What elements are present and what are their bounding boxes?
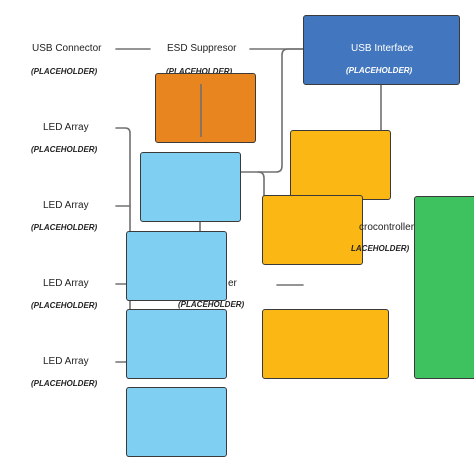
usb-interface-placeholder: (PLACEHOLDER) [346, 66, 413, 75]
green-block [414, 196, 474, 379]
microcontroller-placeholder: LACEHOLDER) [351, 244, 410, 253]
driver-placeholder: (PLACEHOLDER) [178, 300, 245, 309]
led-array-2-label: LED Array [43, 200, 89, 211]
driver-label: er [228, 278, 237, 289]
block-diagram: USB Connector (PLACEHOLDER) ESD Suppreso… [31, 15, 474, 457]
esd-suppressor-label: ESD Suppresor [167, 43, 237, 54]
esd-suppressor-placeholder: (PLACEHOLDER) [166, 67, 233, 76]
usb-interface-label: USB Interface [351, 43, 414, 54]
led-block-2 [126, 231, 227, 301]
microcontroller-block-back [290, 130, 391, 200]
led-block-1 [140, 152, 241, 222]
led-array-4-label: LED Array [43, 356, 89, 367]
led-array-4-placeholder: (PLACEHOLDER) [31, 379, 98, 388]
led-block-3 [126, 309, 227, 379]
led-array-3-placeholder: (PLACEHOLDER) [31, 301, 98, 310]
led-array-1-label: LED Array [43, 122, 89, 133]
wire-usb-interface-to-led-bus [239, 48, 305, 173]
led-array-1-placeholder: (PLACEHOLDER) [31, 145, 98, 154]
microcontroller-label: crocontroller [359, 222, 415, 233]
led-array-3-label: LED Array [43, 278, 89, 289]
usb-interface-block [303, 15, 460, 85]
esd-internal-line [199, 83, 202, 137]
led-block-4 [126, 387, 227, 457]
yellow-block-bottom [262, 309, 389, 379]
microcontroller-block-front [262, 195, 363, 265]
usb-connector-label: USB Connector [32, 43, 102, 54]
led-array-2-placeholder: (PLACEHOLDER) [31, 223, 98, 232]
usb-connector-placeholder: (PLACEHOLDER) [31, 67, 98, 76]
esd-suppressor-block [155, 73, 256, 143]
